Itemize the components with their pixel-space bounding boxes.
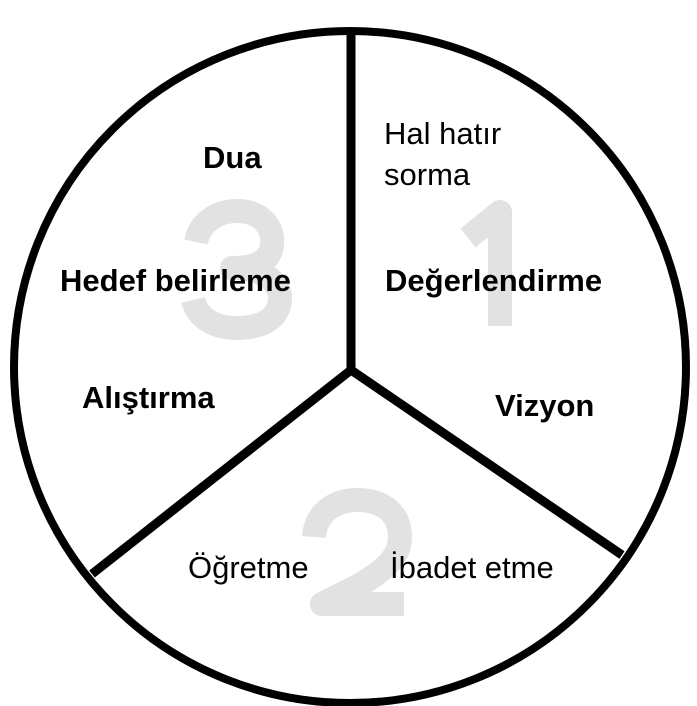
label-ibadet-etme: İbadet etme	[390, 550, 554, 585]
section-number-2	[302, 488, 412, 616]
label-hal-hatir: Hal hatır	[384, 116, 502, 151]
label-vizyon: Vizyon	[495, 388, 595, 423]
label-degerlendirme: Değerlendirme	[385, 263, 603, 298]
divider-left	[89, 366, 354, 578]
label-dua: Dua	[203, 140, 262, 175]
label-hedef-belirleme: Hedef belirleme	[60, 263, 291, 298]
section-number-3	[181, 199, 292, 340]
label-alistirma: Alıştırma	[82, 380, 215, 415]
label-ogretme: Öğretme	[188, 550, 309, 585]
divider-right	[348, 366, 625, 559]
section-number-1	[460, 200, 512, 326]
label-sorma: sorma	[384, 157, 471, 192]
